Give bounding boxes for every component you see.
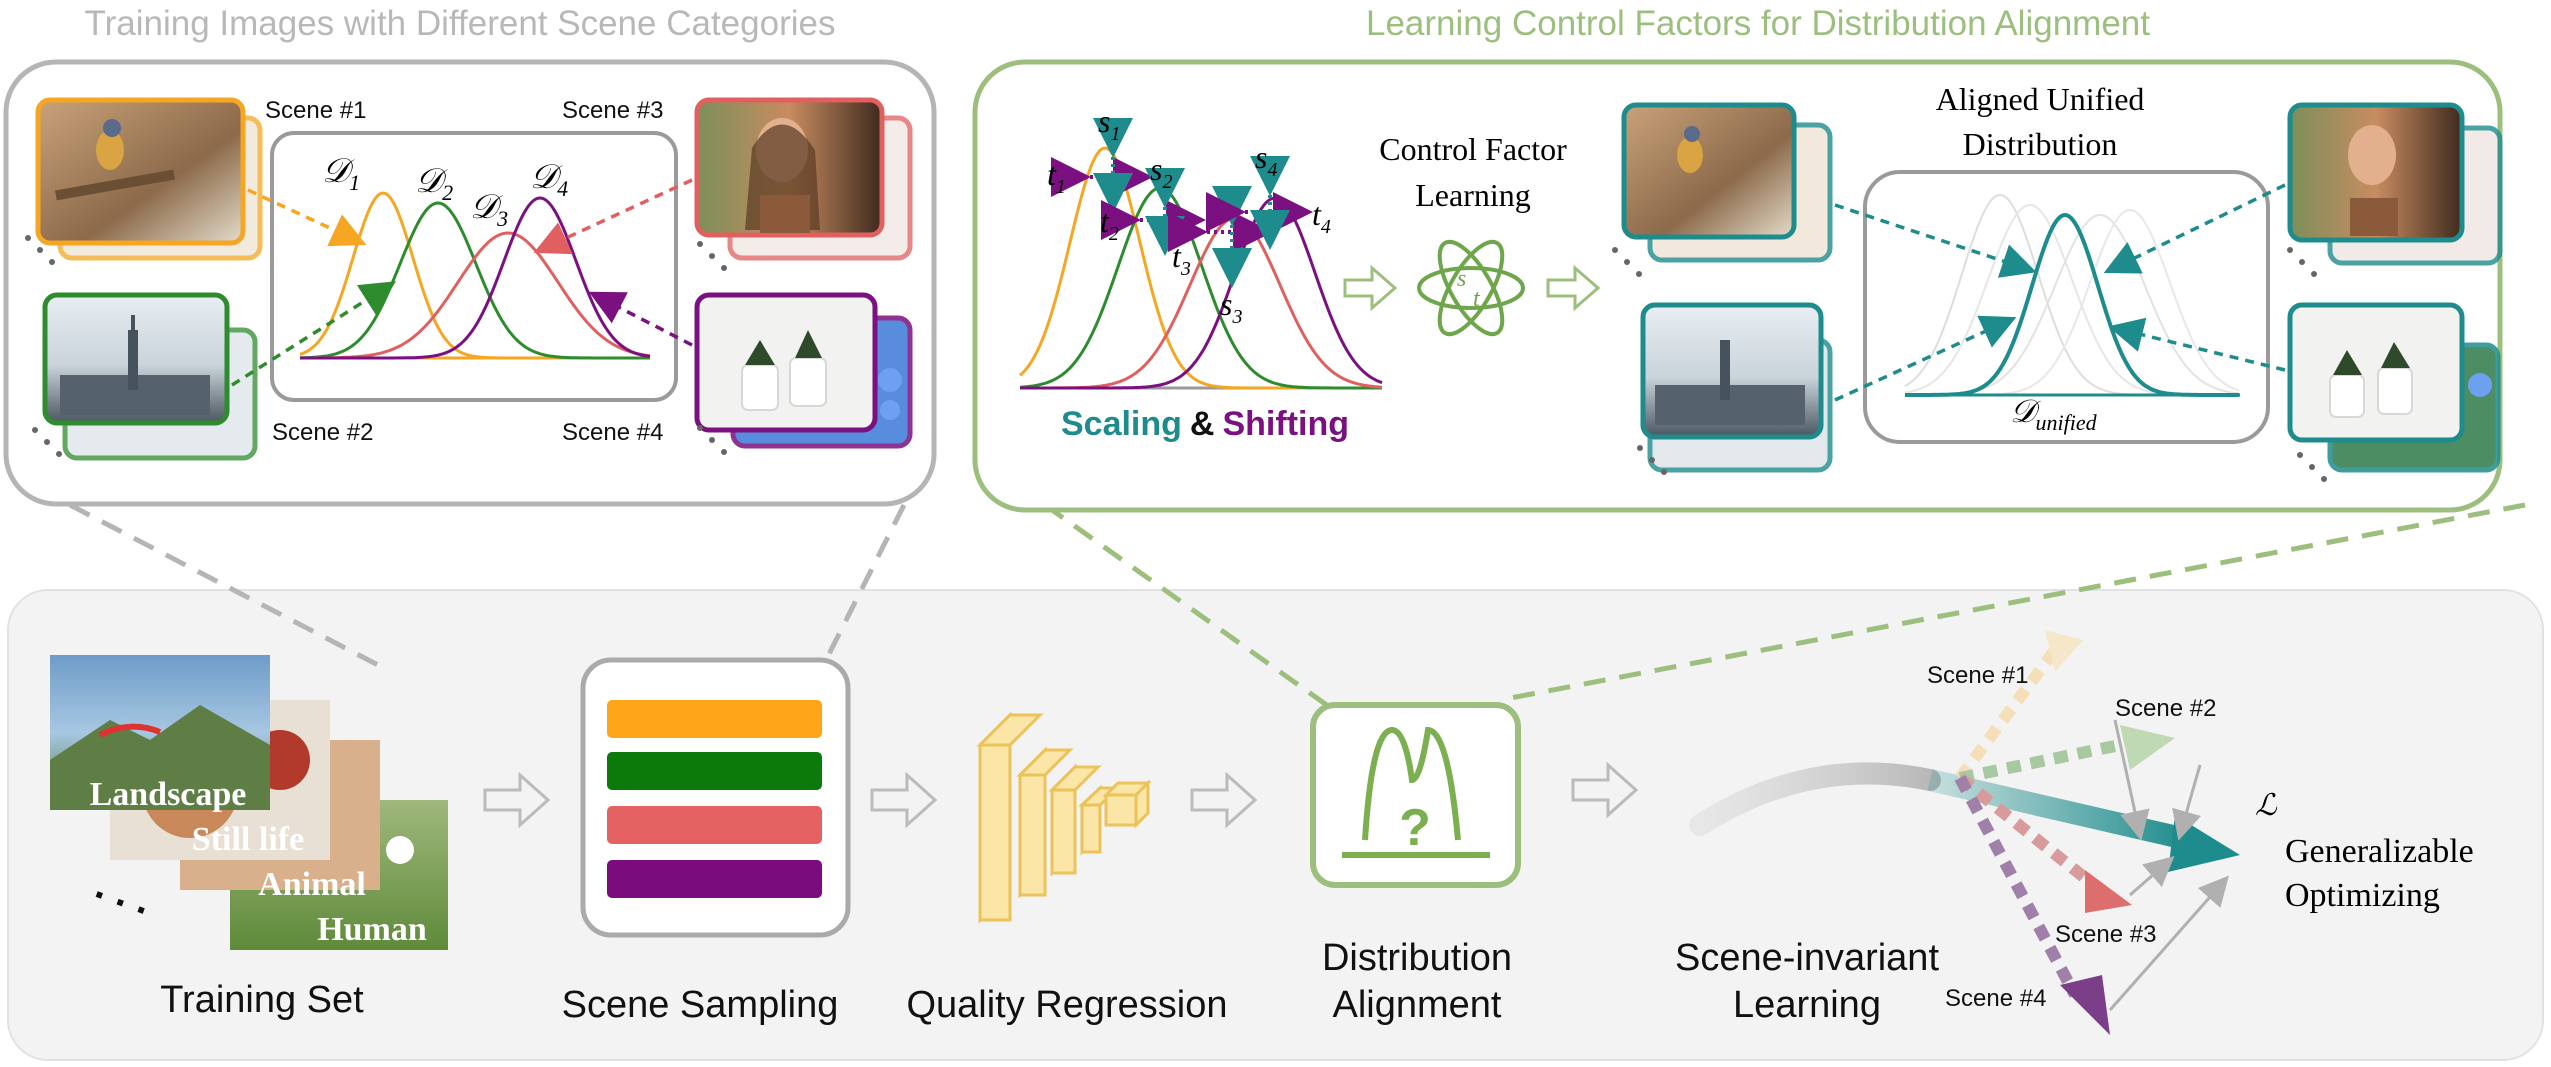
network-icon xyxy=(976,711,1152,924)
scene-invariant-diagram: Scene #1 Scene #2 Scene #3 Scene #4 ℒ Ge… xyxy=(1689,630,2474,1035)
scene-label-1: Scene #1 xyxy=(265,97,366,124)
label-t4: t4 xyxy=(1312,196,1331,238)
unified-label: 𝒟unified xyxy=(2010,393,2098,435)
caption-landscape: Landscape xyxy=(90,776,247,813)
curve-d2 xyxy=(299,201,650,360)
scene-label-3: Scene #3 xyxy=(562,97,663,124)
panel-title-right: Learning Control Factors for Distributio… xyxy=(1366,4,2150,43)
aligned-distribution-title-2: Distribution xyxy=(1963,126,2118,162)
hollow-arrow-1 xyxy=(483,771,551,829)
sampling-bar-purple xyxy=(607,860,822,898)
dist-label-1: 𝒟1 xyxy=(322,153,360,195)
scene-label-2: Scene #2 xyxy=(272,419,373,446)
aligned-distribution-title-1: Aligned Unified xyxy=(1936,81,2145,117)
control-factor-arrows xyxy=(1051,118,1313,288)
loss-symbol: ℒ xyxy=(2255,789,2278,822)
invariant-scene-label-3: Scene #3 xyxy=(2055,921,2156,948)
scene-label-4: Scene #4 xyxy=(562,419,663,446)
caption-animal: Animal xyxy=(258,866,366,903)
label-t1: t1 xyxy=(1047,156,1066,198)
arrow-scene4 xyxy=(588,291,693,347)
label-scene-sampling: Scene Sampling xyxy=(562,984,839,1026)
label-s2: s2 xyxy=(1150,151,1172,193)
hollow-arrow-right-1 xyxy=(1343,264,1398,312)
aligned-image-stack-1 xyxy=(1612,102,1833,277)
sampling-bar-red xyxy=(607,806,822,844)
sampling-bar-orange xyxy=(607,700,822,738)
label-t2: t2 xyxy=(1100,203,1119,245)
label-distribution: Distribution xyxy=(1322,937,1512,979)
aligned-image-stack-3 xyxy=(2287,102,2503,277)
target-label-1: Generalizable xyxy=(2285,833,2474,870)
control-factor-label-2: Learning xyxy=(1415,177,1531,213)
atom-icon: s t xyxy=(1417,239,1525,337)
optimization-trail xyxy=(1689,762,1941,836)
hollow-arrow-2 xyxy=(870,771,938,829)
scene1-image-stack xyxy=(25,97,263,265)
sampling-bar-green xyxy=(607,752,822,790)
hollow-arrow-3 xyxy=(1190,771,1258,829)
unified-distribution-curves xyxy=(1904,194,2240,397)
label-s3: s3 xyxy=(1220,286,1242,328)
question-mark: ? xyxy=(1399,799,1431,857)
target-label-2: Optimizing xyxy=(2285,877,2440,914)
control-factors-panel: Learning Control Factors for Distributio… xyxy=(972,0,2503,513)
scaling-shifting-caption: Scaling&Shifting xyxy=(1061,405,1349,443)
label-scene-invariant: Scene-invariant xyxy=(1675,937,1939,979)
atom-t: t xyxy=(1473,286,1481,312)
training-set-images: Landscape Still life Animal Human . . . xyxy=(50,655,448,950)
zoom-connector-right-2 xyxy=(1499,502,2526,703)
atom-s: s xyxy=(1457,266,1466,292)
label-quality-regression: Quality Regression xyxy=(906,984,1227,1026)
scene3-image-stack xyxy=(694,97,913,271)
small-curve-4 xyxy=(1020,196,1383,390)
panel-title-left: Training Images with Different Scene Cat… xyxy=(85,4,836,43)
zoom-connector-left-2 xyxy=(823,503,907,662)
hollow-arrow-4 xyxy=(1571,761,1639,819)
caption-still-life: Still life xyxy=(192,821,304,858)
invariant-scene-label-4: Scene #4 xyxy=(1945,985,2046,1012)
label-s1: s1 xyxy=(1098,103,1120,145)
scene2-image-stack xyxy=(32,292,258,461)
label-learning: Learning xyxy=(1733,984,1881,1026)
factor-labels: s1 t1 s2 t2 t3 s3 s4 t4 xyxy=(1047,103,1331,328)
control-factor-label-1: Control Factor xyxy=(1379,131,1567,167)
scene-sampling-box xyxy=(580,657,851,938)
zoom-connector-left-1 xyxy=(68,502,380,668)
aligned-image-stack-4 xyxy=(2287,302,2501,482)
label-training-set: Training Set xyxy=(160,979,364,1021)
scene-categories-panel: Training Images with Different Scene Cat… xyxy=(0,0,937,507)
scaling-shifting-curves xyxy=(1018,146,1383,390)
label-s4: s4 xyxy=(1255,139,1277,181)
label-alignment: Alignment xyxy=(1333,984,1502,1026)
distribution-alignment-icon: ? xyxy=(1310,702,1521,888)
unified-distribution-box xyxy=(1863,170,2270,444)
invariant-scene-label-1: Scene #1 xyxy=(1927,662,2028,689)
scene4-image-stack xyxy=(694,292,913,455)
arrow-scene1 xyxy=(247,188,367,247)
arrow-scene3 xyxy=(533,178,693,255)
zoom-connector-right-1 xyxy=(1043,502,1347,721)
hollow-arrow-right-2 xyxy=(1546,264,1601,312)
invariant-scene-label-2: Scene #2 xyxy=(2115,695,2216,722)
label-t3: t3 xyxy=(1172,238,1191,280)
aligned-image-stack-2 xyxy=(1637,302,1833,475)
caption-human: Human xyxy=(317,911,427,948)
